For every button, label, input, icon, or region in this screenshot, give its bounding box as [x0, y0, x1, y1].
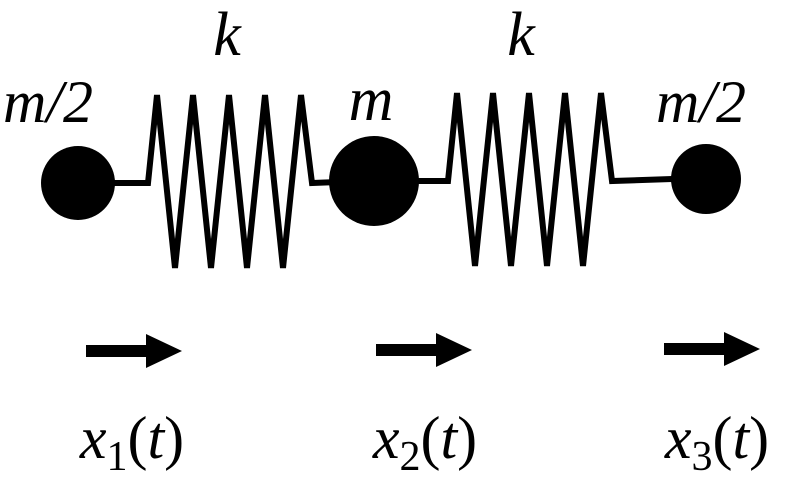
displacement-arrow-3	[664, 332, 760, 366]
middle-mass	[329, 136, 419, 226]
middle-mass-label: m	[349, 66, 394, 134]
displacement-1-open-paren: (	[128, 405, 148, 471]
displacement-arrow-2	[376, 333, 472, 367]
displacement-1-subscript: 1	[107, 434, 128, 480]
displacement-3-arg: t	[732, 405, 750, 471]
spring-constant-label-left: k	[213, 1, 242, 69]
displacement-2-open-paren: (	[421, 405, 441, 471]
right-mass	[671, 144, 741, 214]
displacement-label-3: x3(t)	[664, 405, 769, 480]
right-spring	[415, 92, 673, 267]
left-spring	[110, 94, 339, 269]
right-mass-label: m/2	[656, 69, 746, 135]
displacement-label-1: x1(t)	[79, 405, 184, 480]
displacement-1-arg: t	[147, 405, 165, 471]
displacement-2-subscript: 2	[400, 434, 421, 480]
displacement-1-close-paren: )	[164, 405, 184, 471]
displacement-1-base: x	[79, 405, 107, 471]
left-mass	[41, 146, 115, 220]
displacement-label-2: x2(t)	[372, 405, 477, 480]
displacement-3-close-paren: )	[749, 405, 769, 471]
displacement-arrow-1	[86, 334, 182, 368]
left-mass-label: m/2	[3, 69, 93, 135]
displacement-3-open-paren: (	[713, 405, 733, 471]
displacement-3-base: x	[664, 405, 692, 471]
displacement-2-arg: t	[440, 405, 458, 471]
displacement-2-close-paren: )	[457, 405, 477, 471]
spring-constant-label-right: k	[507, 1, 536, 69]
displacement-2-base: x	[372, 405, 400, 471]
displacement-3-subscript: 3	[692, 434, 713, 480]
